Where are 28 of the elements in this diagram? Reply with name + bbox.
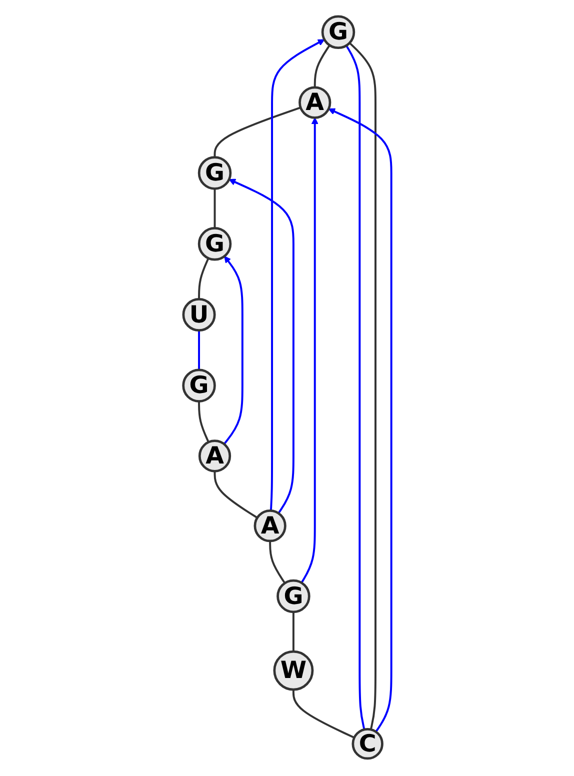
connector	[213, 106, 301, 158]
connector	[292, 690, 354, 739]
arrow	[223, 256, 244, 445]
nucleotide-circle: C	[351, 728, 384, 760]
nucleotide-circle: G	[321, 15, 355, 50]
connector	[213, 188, 216, 228]
nucleotide-circle: G	[182, 368, 216, 402]
arrow	[228, 178, 294, 514]
nucleotide-circle: G	[198, 227, 232, 261]
nucleotide-circle: U	[182, 298, 216, 332]
connector	[198, 401, 210, 443]
arrow	[270, 39, 324, 511]
connector	[213, 471, 258, 519]
connector	[198, 330, 200, 370]
nucleotide-circle: G	[276, 579, 310, 614]
connector	[268, 540, 286, 584]
connector	[198, 258, 209, 300]
nucleotide-circle: A	[298, 86, 331, 119]
nucleotide-circle: G	[198, 156, 232, 190]
arrow	[300, 117, 318, 584]
connector	[348, 42, 376, 730]
connector	[292, 612, 294, 652]
arrow	[328, 108, 392, 732]
nucleotide-circle: A	[198, 440, 231, 472]
connector	[345, 45, 365, 730]
connector	[314, 44, 330, 88]
nucleotide-circle: W	[272, 650, 314, 691]
nucleotide-circle: A	[253, 510, 286, 542]
